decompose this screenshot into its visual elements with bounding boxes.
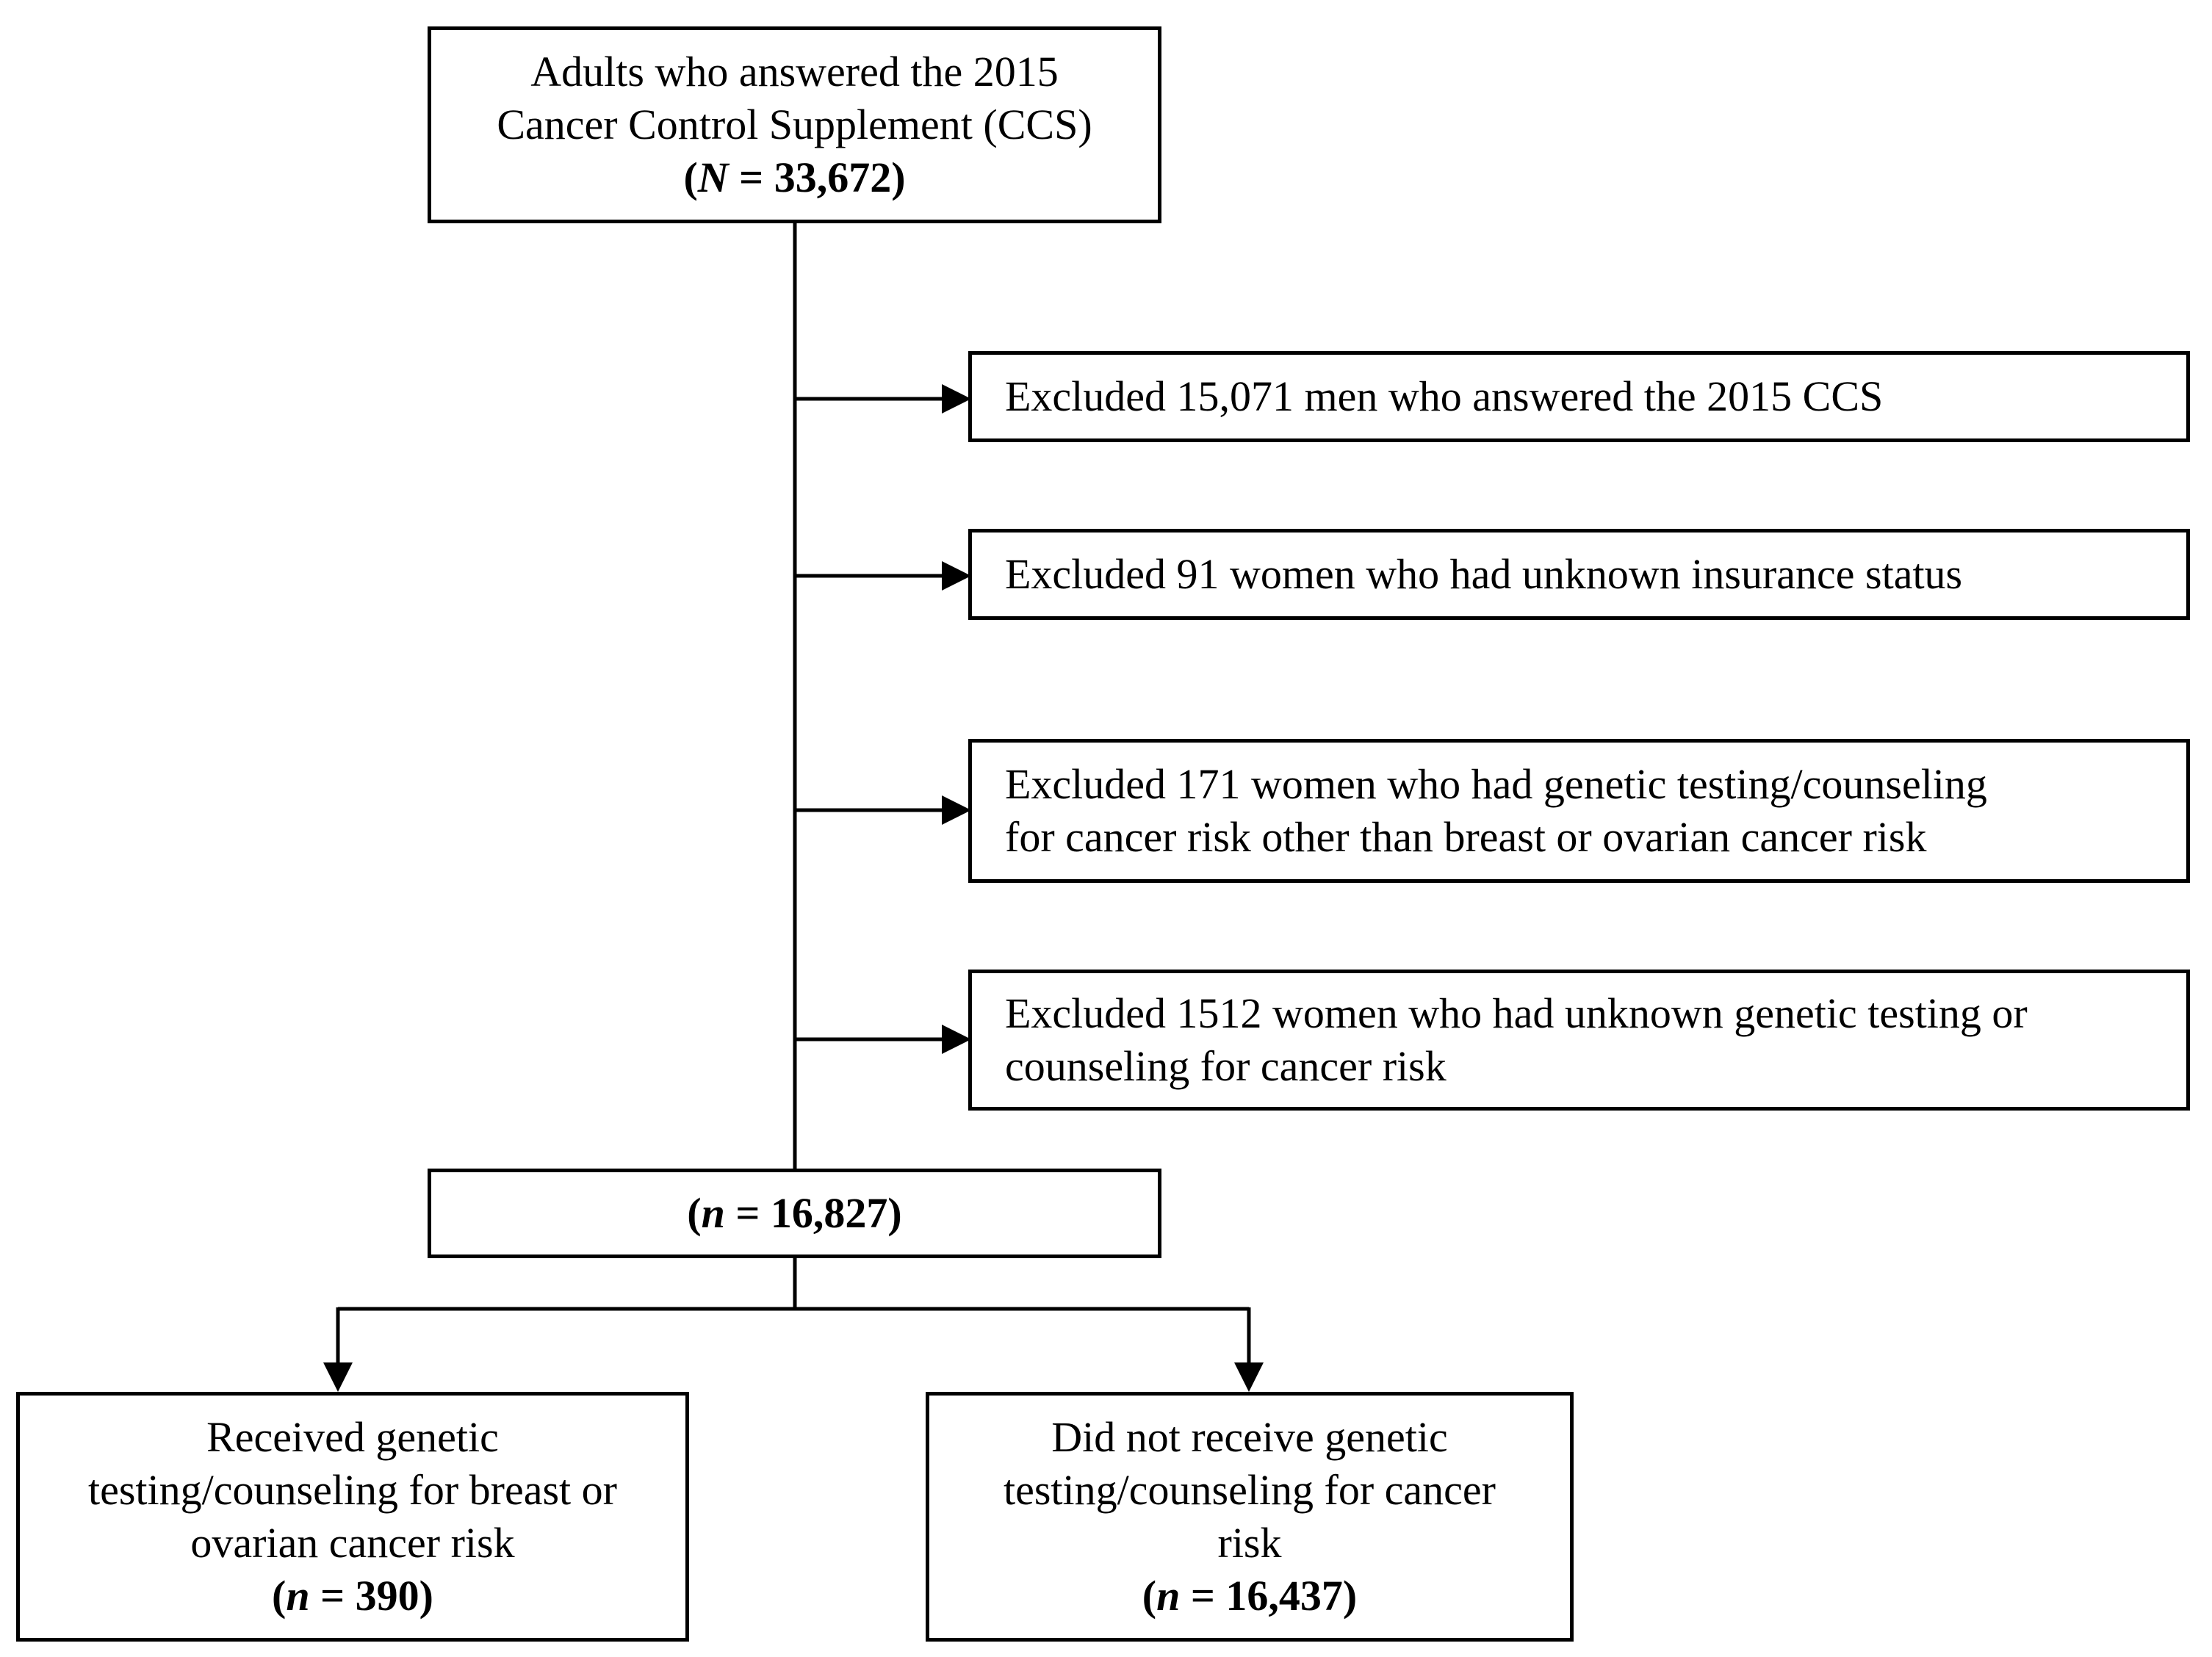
- exclusion-arrowhead-2: [942, 561, 971, 591]
- exclusion-box-3: Excluded 171 women who had genetic testi…: [968, 739, 2190, 883]
- exclusion-arrowhead-4: [942, 1025, 971, 1054]
- outcome-received-count: (n = 390): [272, 1572, 433, 1620]
- outcome-box-not-received: Did not receive genetic testing/counseli…: [926, 1392, 1574, 1642]
- outcome-not-received-line-1: Did not receive genetic: [1051, 1413, 1448, 1461]
- top-box-line-2: Cancer Control Supplement (CCS): [497, 101, 1092, 148]
- top-box-line-1: Adults who answered the 2015: [530, 48, 1059, 95]
- exclusion-box-3-line-2: for cancer risk other than breast or ova…: [1005, 813, 1927, 861]
- outcome-received-line-2: testing/counseling for breast or: [88, 1466, 617, 1514]
- exclusion-box-1-line-1: Excluded 15,071 men who answered the 201…: [1005, 372, 1884, 420]
- outcome-received-line-3: ovarian cancer risk: [190, 1519, 515, 1567]
- outcome-box-received: Received genetic testing/counseling for …: [16, 1392, 689, 1642]
- exclusion-box-3-line-1: Excluded 171 women who had genetic testi…: [1005, 760, 1987, 808]
- split-right-arrowhead: [1234, 1362, 1264, 1392]
- exclusion-box-1: Excluded 15,071 men who answered the 201…: [968, 351, 2190, 442]
- split-left-arrowhead: [323, 1362, 353, 1392]
- outcome-not-received-line-2: testing/counseling for cancer: [1004, 1466, 1496, 1514]
- exclusion-box-2: Excluded 91 women who had unknown insura…: [968, 529, 2190, 620]
- middle-box-eligible: (n = 16,827): [428, 1169, 1161, 1258]
- middle-box-count: (n = 16,827): [687, 1189, 902, 1237]
- exclusion-arrowhead-3: [942, 795, 971, 825]
- exclusion-box-4-line-2: counseling for cancer risk: [1005, 1042, 1447, 1090]
- outcome-not-received-line-3: risk: [1217, 1519, 1282, 1567]
- exclusion-arrowhead-1: [942, 384, 971, 414]
- exclusion-box-4-line-1: Excluded 1512 women who had unknown gene…: [1005, 989, 2028, 1037]
- exclusion-box-2-line-1: Excluded 91 women who had unknown insura…: [1005, 550, 1963, 598]
- exclusion-box-4: Excluded 1512 women who had unknown gene…: [968, 970, 2190, 1111]
- outcome-received-line-1: Received genetic: [206, 1413, 499, 1461]
- outcome-not-received-count: (n = 16,437): [1142, 1572, 1358, 1620]
- top-box-count: (N = 33,672): [683, 154, 906, 201]
- top-box-cohort: Adults who answered the 2015 Cancer Cont…: [428, 26, 1161, 223]
